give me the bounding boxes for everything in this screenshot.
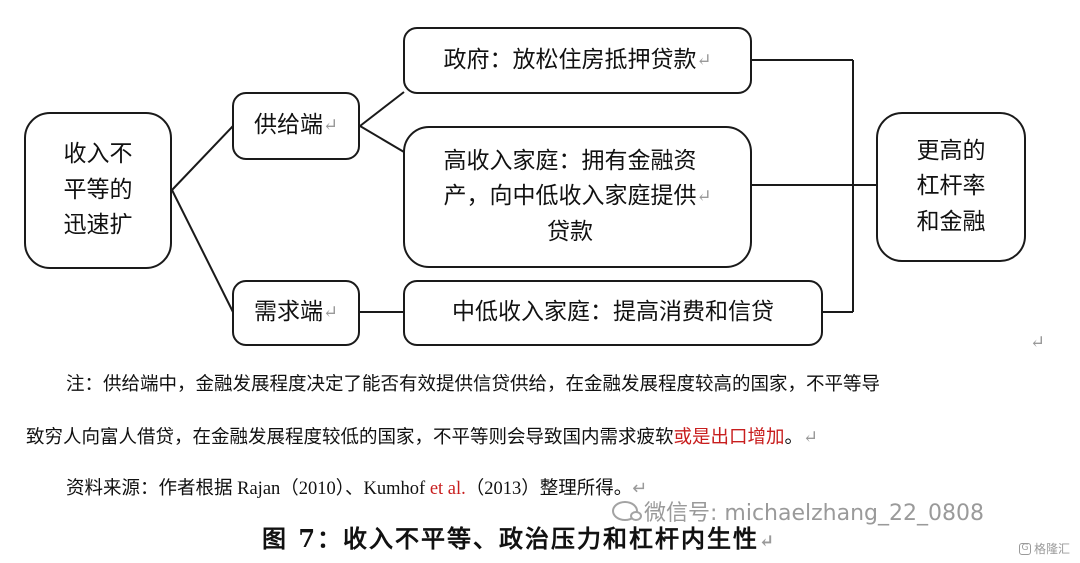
- logo-text: 格隆汇: [1033, 542, 1070, 556]
- para-mark-icon: ↵: [696, 49, 712, 71]
- government-box: 政府：放松住房抵押贷款↵: [403, 27, 752, 94]
- para-mark-icon: ↵: [1030, 332, 1046, 353]
- high-income-text: 高收入家庭：拥有金融资 产，向中低收入家庭提供 贷款: [443, 147, 697, 245]
- supply-side-text: 供给端: [253, 112, 323, 139]
- para-mark-icon: ↵: [803, 427, 819, 448]
- line-supply-to-high-income: [359, 125, 405, 153]
- wechat-icon: [612, 501, 642, 521]
- result-box-text: 更高的 杠杆率 和金融: [916, 137, 986, 235]
- supply-side-box: 供给端↵: [232, 92, 360, 160]
- para-mark-icon: ↵: [322, 115, 339, 137]
- line-source-to-demand: [171, 189, 234, 313]
- note-line-1: 注：供给端中，金融发展程度决定了能否有效提供信贷供给，在金融发展程度较高的国家，…: [26, 371, 1066, 399]
- result-box: 更高的 杠杆率 和金融: [876, 112, 1026, 262]
- source-suffix: （2013）整理所得。: [465, 479, 633, 499]
- site-logo: G 格隆汇: [1018, 540, 1070, 557]
- low-income-box: 中低收入家庭：提高消费和信贷: [403, 280, 823, 346]
- source-etal: et al.: [429, 479, 466, 499]
- source-prefix: 资料来源：作者根据 Rajan（2010）、Kumhof: [66, 479, 430, 499]
- para-mark-icon: ↵: [632, 478, 648, 498]
- demand-side-box: 需求端↵: [232, 280, 360, 346]
- figure-caption: 图 7：收入不平等、政治压力和杠杆内生性↵: [262, 519, 776, 554]
- para-mark-icon: ↵: [322, 302, 339, 324]
- note-highlight-text: 或是出口增加: [673, 427, 785, 448]
- low-income-text: 中低收入家庭：提高消费和信贷: [452, 299, 774, 326]
- wechat-watermark: 微信号: michaelzhang_22_0808: [612, 495, 984, 527]
- para-mark-icon: ↵: [759, 531, 777, 552]
- source-box-text: 收入不 平等的 迅速扩: [63, 141, 133, 239]
- note-line-2-text: 致穷人向富人借贷，在金融发展程度较低的国家，不平等则会导致国内需求疲软: [26, 427, 674, 448]
- note-line-2: 致穷人向富人借贷，在金融发展程度较低的国家，不平等则会导致国内需求疲软或是出口增…: [26, 424, 1066, 452]
- source-line: 资料来源：作者根据 Rajan（2010）、Kumhof et al.（2013…: [26, 474, 1066, 503]
- line-supply-to-government: [359, 91, 405, 127]
- high-income-box: 高收入家庭：拥有金融资 产，向中低收入家庭提供 贷款↵: [403, 126, 752, 268]
- line-source-to-supply: [171, 125, 234, 191]
- demand-side-text: 需求端: [253, 299, 323, 326]
- note-line-1-text: 注：供给端中，金融发展程度决定了能否有效提供信贷供给，在金融发展程度较高的国家，…: [66, 374, 881, 395]
- logo-icon: G: [1018, 542, 1031, 555]
- source-box: 收入不 平等的 迅速扩: [24, 112, 172, 269]
- government-text: 政府：放松住房抵押贷款: [443, 46, 697, 73]
- para-mark-icon: ↵: [696, 186, 712, 208]
- note-line-2-end: 。: [784, 427, 804, 448]
- watermark-text: 微信号: michaelzhang_22_0808: [644, 501, 984, 526]
- figure-caption-text: 图 7：收入不平等、政治压力和杠杆内生性: [262, 524, 760, 553]
